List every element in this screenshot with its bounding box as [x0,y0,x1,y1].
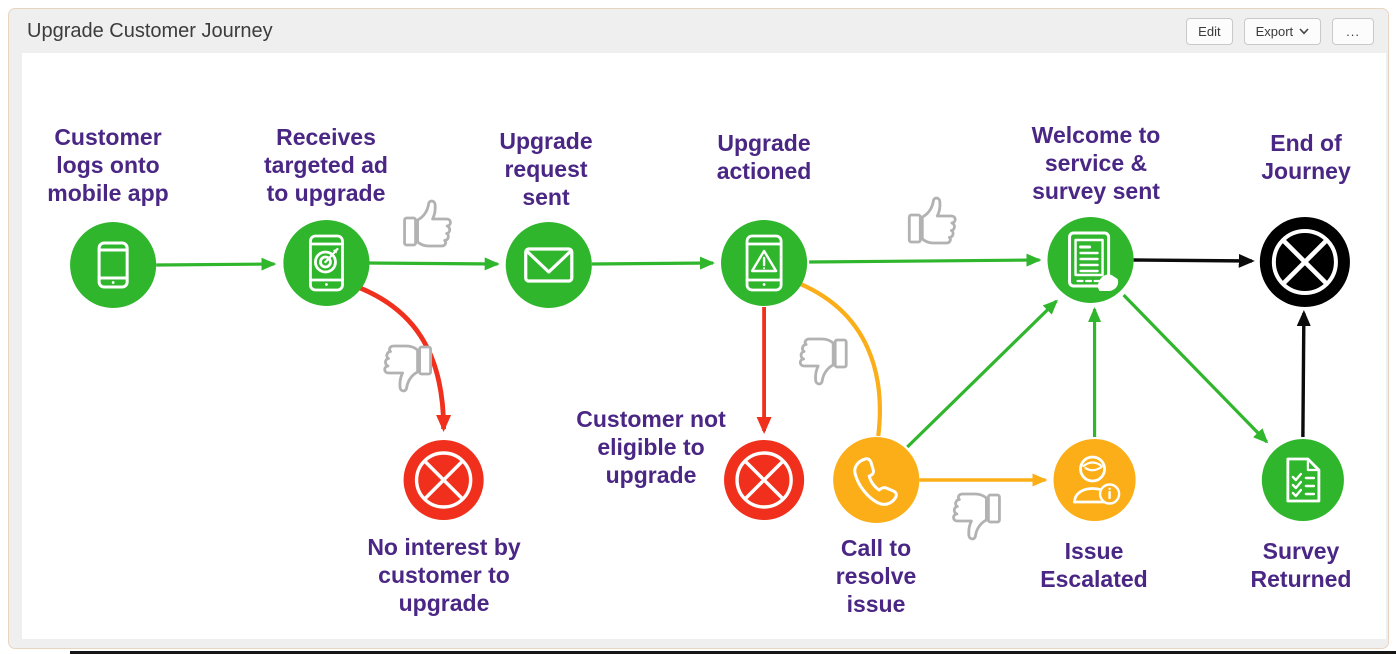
node-call-to-resolve[interactable] [833,437,920,523]
node-upgrade-request-sent[interactable] [505,222,592,308]
edge-actioned-to-welcome [809,253,1042,267]
edit-button[interactable]: Edit [1186,17,1233,45]
edge-actioned-to-call [792,279,882,437]
circle-x-icon [1271,229,1338,295]
edge-ad-to-request [368,257,500,271]
thumbs-down-icon [383,344,433,393]
edge-welcome-to-survey [1122,293,1269,444]
thumbs-up-icon [403,199,452,248]
node-upgrade-actioned[interactable] [721,220,808,306]
circle-x-icon [735,451,793,509]
thumbs-up-icon [907,196,957,245]
node-customer-logs-onto-mobile-app[interactable] [70,222,157,308]
node-label-customer-logs: Customer logs onto mobile app [47,124,169,206]
edge-request-to-actioned [591,256,716,270]
node-end-of-journey[interactable] [1259,217,1350,307]
edge-welcome-to-end [1133,253,1255,268]
window-bottom-edge [70,651,1396,654]
node-issue-escalated[interactable] [1053,439,1136,521]
tablet-hand-icon [1068,231,1119,291]
chevron-down-icon [1299,27,1309,35]
node-not-eligible[interactable] [724,440,805,520]
node-label-request-sent: Upgrade request sent [499,128,593,210]
export-button-label: Export [1255,23,1294,39]
node-label-issue-escalated: Issue Escalated [1040,538,1148,592]
nodes [70,217,1350,523]
edge-login-to-ad [156,257,277,271]
node-label-not-eligible: Customer not eligible to upgrade [576,406,726,488]
header-actions: Edit Export ... [1186,17,1374,45]
edge-ad-to-no-interest [351,282,452,432]
node-label-no-interest: No interest by customer to upgrade [367,534,521,616]
node-label-upgrade-actioned: Upgrade actioned [716,130,812,184]
journey-diagram [70,196,1350,541]
node-label-survey-returned: Survey Returned [1250,538,1352,592]
node-no-interest[interactable] [403,440,484,520]
thumbs-down-icon [798,337,848,386]
edit-button-label: Edit [1198,23,1221,39]
card-header: Upgrade Customer Journey Edit Export ... [9,9,1388,53]
survey-checklist-icon [1286,457,1321,503]
edge-survey-to-end [1296,310,1311,438]
diagram-canvas: Customer logs onto mobile app Receives t… [22,53,1386,639]
node-label-welcome: Welcome to service & survey sent [1031,122,1161,204]
envelope-icon [524,247,574,283]
more-options-button[interactable]: ... [1332,17,1374,45]
node-survey-returned[interactable] [1261,439,1344,521]
page-title: Upgrade Customer Journey [27,19,273,42]
node-label-end-of-journey: End of Journey [1261,130,1351,184]
smartphone-icon [97,241,129,289]
person-info-icon [1073,455,1121,505]
node-receives-targeted-ad[interactable] [283,220,370,306]
edges [156,253,1311,487]
thumbs-down-icon [952,492,1001,541]
journey-card: Upgrade Customer Journey Edit Export ... [8,8,1389,649]
phone-handset-icon [853,457,898,506]
node-label-call-resolve: Call to resolve issue [835,535,917,617]
export-button[interactable]: Export [1243,17,1322,45]
circle-x-icon [414,451,473,509]
card-body: Customer logs onto mobile app Receives t… [9,53,1388,647]
phone-alert-icon [745,234,783,292]
targeted-ad-phone-icon [309,234,344,292]
edge-call-to-welcome [906,299,1058,449]
node-label-receives-ad: Receives targeted ad to upgrade [264,124,388,206]
node-welcome-survey-sent[interactable] [1047,217,1134,303]
